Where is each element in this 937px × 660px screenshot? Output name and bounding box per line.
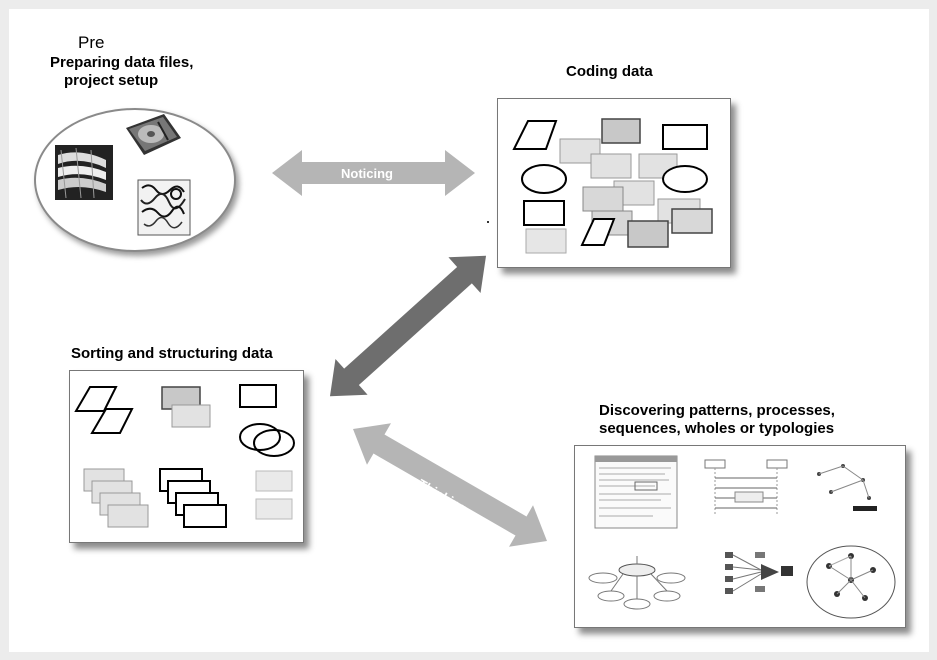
paper-stack-image: [55, 145, 113, 200]
pre-ellipse-panel: [34, 108, 236, 252]
network-notes-thumbnail: [817, 464, 877, 511]
discovering-thumbnails: [588, 455, 896, 619]
pre-illustrations: [55, 114, 191, 236]
coding-shapes: [512, 118, 713, 254]
concept-map-thumbnail: [588, 556, 686, 610]
flow-funnel-thumbnail: [725, 552, 793, 594]
stray-dot: [487, 221, 489, 223]
discovering-title-line1: Discovering patterns, processes,: [599, 402, 835, 419]
coding-panel: [497, 98, 731, 268]
cluster-network-thumbnail: [806, 545, 896, 619]
noticing-arrow: [272, 150, 475, 196]
pre-label: Pre: [78, 33, 105, 52]
document-thumbnail: [594, 455, 678, 529]
sorting-panel: [69, 370, 304, 543]
sorting-shapes: [74, 384, 295, 528]
collecting-arrow: [329, 255, 487, 397]
pre-title-line2: project setup: [64, 72, 159, 89]
pre-title-line1: Preparing data files,: [50, 54, 194, 71]
thinking-arrow: [353, 423, 547, 547]
discovering-title-line2: sequences, wholes or typologies: [599, 420, 835, 437]
handwritten-notes-image: [137, 179, 191, 236]
noticing-label: Noticing: [341, 166, 393, 181]
sequence-diagram-thumbnail: [704, 459, 788, 516]
hard-drive-image: [126, 114, 181, 155]
discovering-panel: [574, 445, 906, 628]
sorting-title: Sorting and structuring data: [71, 345, 273, 362]
coding-title: Coding data: [566, 63, 653, 80]
